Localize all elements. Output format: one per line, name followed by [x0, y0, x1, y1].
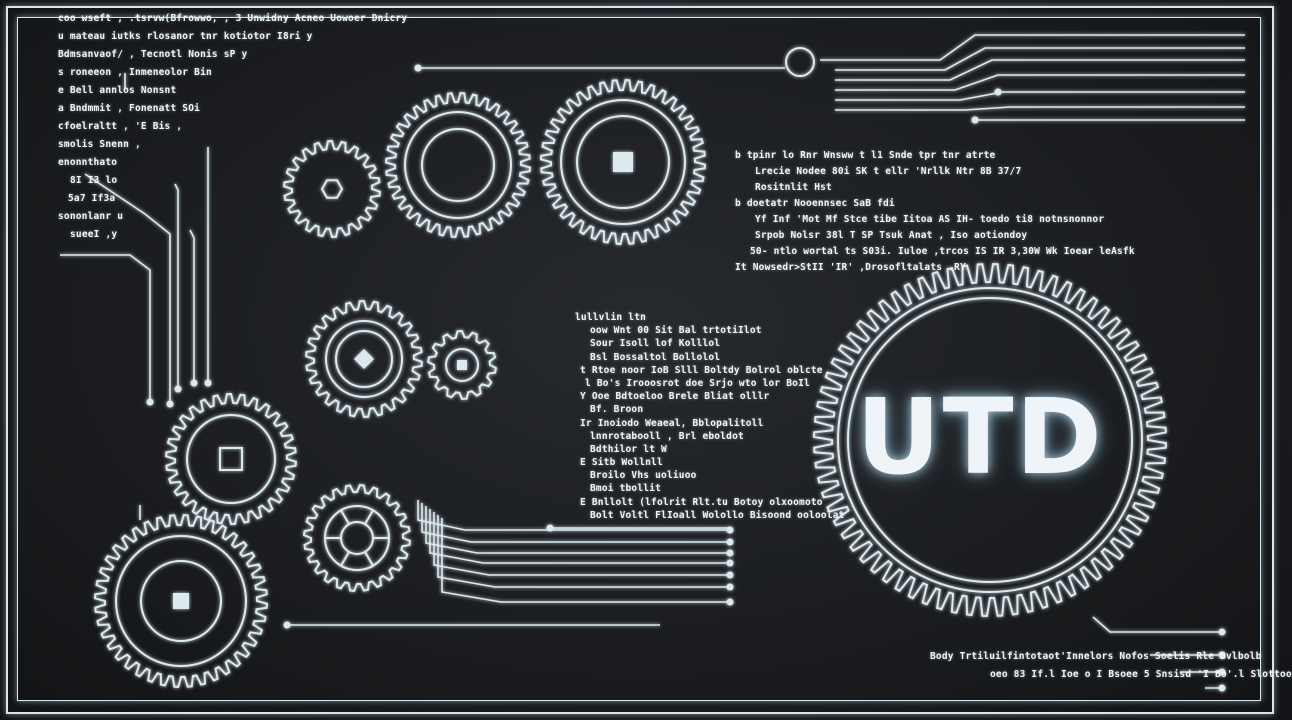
- gear-group: [93, 78, 1168, 689]
- top-left-line: coo wseft , .tsrvw(Bfrowwo, , 3 Unwidny …: [58, 13, 408, 24]
- node-dot: [1218, 651, 1226, 659]
- node-dot: [283, 621, 291, 629]
- gear-icon: [812, 262, 1168, 618]
- top-right-line: Yf Inf 'Mot Mf Stce tibe Iitoa AS IH- to…: [755, 214, 1105, 225]
- center-line: Bmoi tbollit: [590, 483, 662, 495]
- gear-icon: [384, 91, 532, 239]
- top-left-line: 5a7 If3a: [68, 193, 116, 204]
- center-line: E Sitb Wollnll: [580, 457, 663, 469]
- center-line: l Bo's Irooosrot doe Srjo wto lor BoIl: [585, 377, 810, 389]
- gear-icon: [93, 513, 269, 689]
- circuit-line: [1092, 616, 1222, 633]
- node-dot: [204, 379, 212, 387]
- node-dot: [994, 88, 1002, 96]
- center-line: Bolt Voltl FlIoall Wolollo Bisoond ooloo…: [590, 509, 845, 521]
- node-dot: [726, 549, 734, 557]
- top-right-line: It Nowsedr>StII 'IR' ,Drosofltalats .RY: [735, 262, 966, 273]
- top-left-line: e Bell annlos Nonsnt: [58, 85, 177, 96]
- node-dot: [546, 524, 554, 532]
- top-left-line: sononlanr u: [58, 211, 124, 222]
- top-right-line: Lrecie Nodee 80i SK t ellr 'Nrllk Ntr 8B…: [755, 166, 1022, 177]
- circuit-line: [437, 515, 730, 588]
- circuit-line: [835, 59, 1245, 81]
- circuit-line: [820, 34, 1245, 61]
- top-right-line: b doetatr Nooennsec SaB fdi: [735, 198, 895, 209]
- text-block-bottom-right: Body Trtiluilfintotaot'Innelors Nofos So…: [930, 652, 1292, 687]
- top-right-line: b tpinr lo Rnr Wnsww t l1 Snde tpr tnr a…: [735, 150, 996, 161]
- gear-icon: [539, 78, 707, 246]
- node-dot: [726, 559, 734, 567]
- gear-icon: [305, 299, 423, 419]
- text-block-top-right: b tpinr lo Rnr Wnsww t l1 Snde tpr tnr a…: [735, 151, 1135, 279]
- node-dot: [174, 385, 182, 393]
- gear-icon: [165, 392, 297, 526]
- top-left-line: enonnthato: [58, 157, 118, 168]
- node-dot: [726, 598, 734, 606]
- node-dot: [190, 379, 198, 387]
- center-line: Bf. Broon: [590, 404, 644, 416]
- top-left-line: cfoelraltt , 'E Bis ,: [58, 121, 183, 132]
- top-left-line: sueeI ,y: [70, 229, 118, 240]
- circuit-line: [441, 518, 730, 603]
- circuit-line: [835, 91, 1245, 101]
- circuit-line: [835, 47, 1245, 71]
- circuit-line: [835, 74, 1245, 91]
- node-dot: [146, 398, 154, 406]
- text-block-top-left: coo wseft , .tsrvw(Bfrowwo, , 3 Unwidny …: [58, 14, 407, 248]
- center-line: lullvlin ltn: [575, 312, 647, 323]
- node-dot: [726, 538, 734, 546]
- circuit-lines: [60, 34, 1245, 692]
- top-left-line: a Bndmmit , Fonenatt SOi: [58, 103, 201, 114]
- top-right-line: Srpob Nolsr 38l T SP Tsuk Anat , Iso aot…: [755, 230, 1028, 241]
- circuit-line: [433, 512, 730, 576]
- center-line: Sour Isoll lof Kolllol: [590, 338, 721, 350]
- bottom-right-line: Body Trtiluilfintotaot'Innelors Nofos So…: [930, 651, 1262, 662]
- top-left-line: 8I I3 lo: [70, 175, 118, 186]
- logo-text: UTD: [856, 376, 1104, 498]
- circuit-line: [174, 183, 179, 389]
- top-right-line: 50- ntlo wortal ts S03i. Iuloe ,trcos IS…: [750, 246, 1135, 257]
- circuit-line: [421, 503, 730, 543]
- node-dot: [726, 583, 734, 591]
- center-line: Y Ooe Bdtoeloo Brele Bliat olllr: [580, 391, 770, 403]
- text-block-center: lullvlin ltn oow Wnt 00 Sit Bal trtotiIlo…: [575, 313, 845, 524]
- gear-icon: [283, 139, 381, 239]
- circuit-line: [425, 506, 730, 554]
- center-line: lnnrotabooll , Brl eboldot: [590, 430, 744, 442]
- gear-icon: [303, 484, 411, 592]
- node-dot: [1218, 684, 1226, 692]
- circuit-line: [429, 509, 730, 564]
- circuit-line: [60, 254, 151, 402]
- top-left-line: u mateau iutks rlosanor tnr kotiotor I8r…: [58, 31, 313, 42]
- node-dot: [1218, 628, 1226, 636]
- top-right-line: Rositnlit Hst: [755, 182, 832, 193]
- center-line: oow Wnt 00 Sit Bal trtotiIlot: [590, 325, 762, 337]
- node-dot: [414, 64, 422, 72]
- bottom-right-line: oeo 83 If.l Ioe o I Bsoee 5 Snsisd 'I Bo…: [990, 668, 1292, 680]
- circuit-line: [189, 229, 195, 383]
- circuit-line: [835, 106, 1245, 111]
- center-line: Bdthilor lt W: [590, 443, 667, 455]
- center-line: E Bnllolt (lfolrit Rlt.tu Botoy olxoomot…: [580, 496, 823, 508]
- node-dot: [726, 571, 734, 579]
- top-left-line: s roneeon , Inmeneolor Bin: [58, 67, 212, 78]
- center-line: t Rtoe noor IoB Slll Boltdy Bolrol oblct…: [580, 364, 823, 376]
- top-left-line: smolis Snenn ,: [58, 139, 141, 150]
- node-dot: [166, 400, 174, 408]
- node-dot: [971, 116, 979, 124]
- center-line: Broilo Vhs uoliuoo: [590, 470, 697, 482]
- top-left-line: Bdmsanvaof/ , Tecnotl Nonis sP y: [58, 49, 248, 60]
- center-line: Bsl Bossaltol Bollolol: [590, 351, 721, 363]
- gear-icon: [426, 329, 498, 401]
- circuit-line: [84, 173, 171, 404]
- center-line: Ir Inoiodo Weaeal, Bblopalitoll: [580, 417, 764, 429]
- connector-icon: [785, 47, 815, 77]
- node-dot: [1218, 668, 1226, 676]
